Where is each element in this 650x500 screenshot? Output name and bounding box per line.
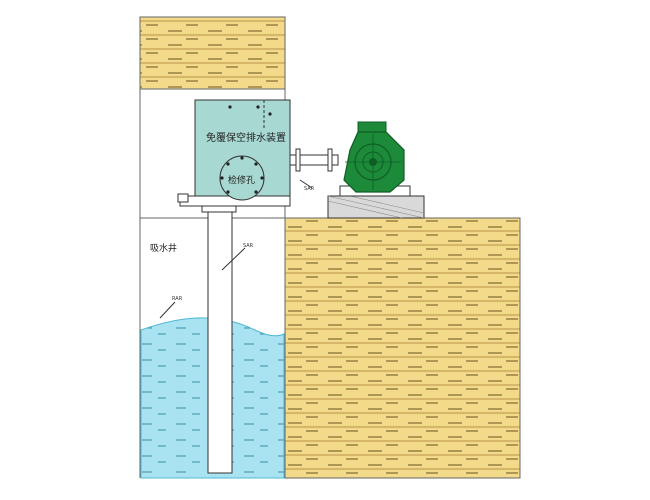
- pipe-flange-left: [295, 148, 301, 172]
- pipe-flange: [201, 205, 237, 213]
- pipe-tag: SAR: [243, 243, 254, 249]
- suction-well-label: 吸水井: [150, 242, 177, 254]
- water-tag: RAR: [172, 296, 183, 302]
- foundation-hatch: [327, 195, 425, 219]
- foundation-hatch: [349, 195, 425, 214]
- pipe-tag-2: SAR: [304, 186, 315, 192]
- device-label: 免覆保空排水装置: [206, 131, 286, 144]
- discharge-pipe: [289, 154, 339, 166]
- drain-valve: [177, 193, 189, 203]
- pipe-tag-leader: [299, 179, 313, 189]
- top-soil-block: [139, 16, 286, 90]
- inspection-hole-bolts: [220, 156, 264, 194]
- foundation-hatch: [327, 200, 403, 219]
- pipe-flange-right: [327, 148, 333, 172]
- suction-pipe: [207, 204, 233, 474]
- water-leader: [159, 301, 176, 319]
- right-soil-mass: [284, 217, 521, 479]
- inspection-hole-label: 检修孔: [228, 174, 255, 186]
- bolt: [268, 112, 272, 116]
- inspection-hole: [219, 155, 265, 201]
- pipe-leader: [221, 247, 246, 271]
- pump-icon: [343, 121, 405, 193]
- bolt: [228, 105, 232, 109]
- bolt: [256, 105, 260, 109]
